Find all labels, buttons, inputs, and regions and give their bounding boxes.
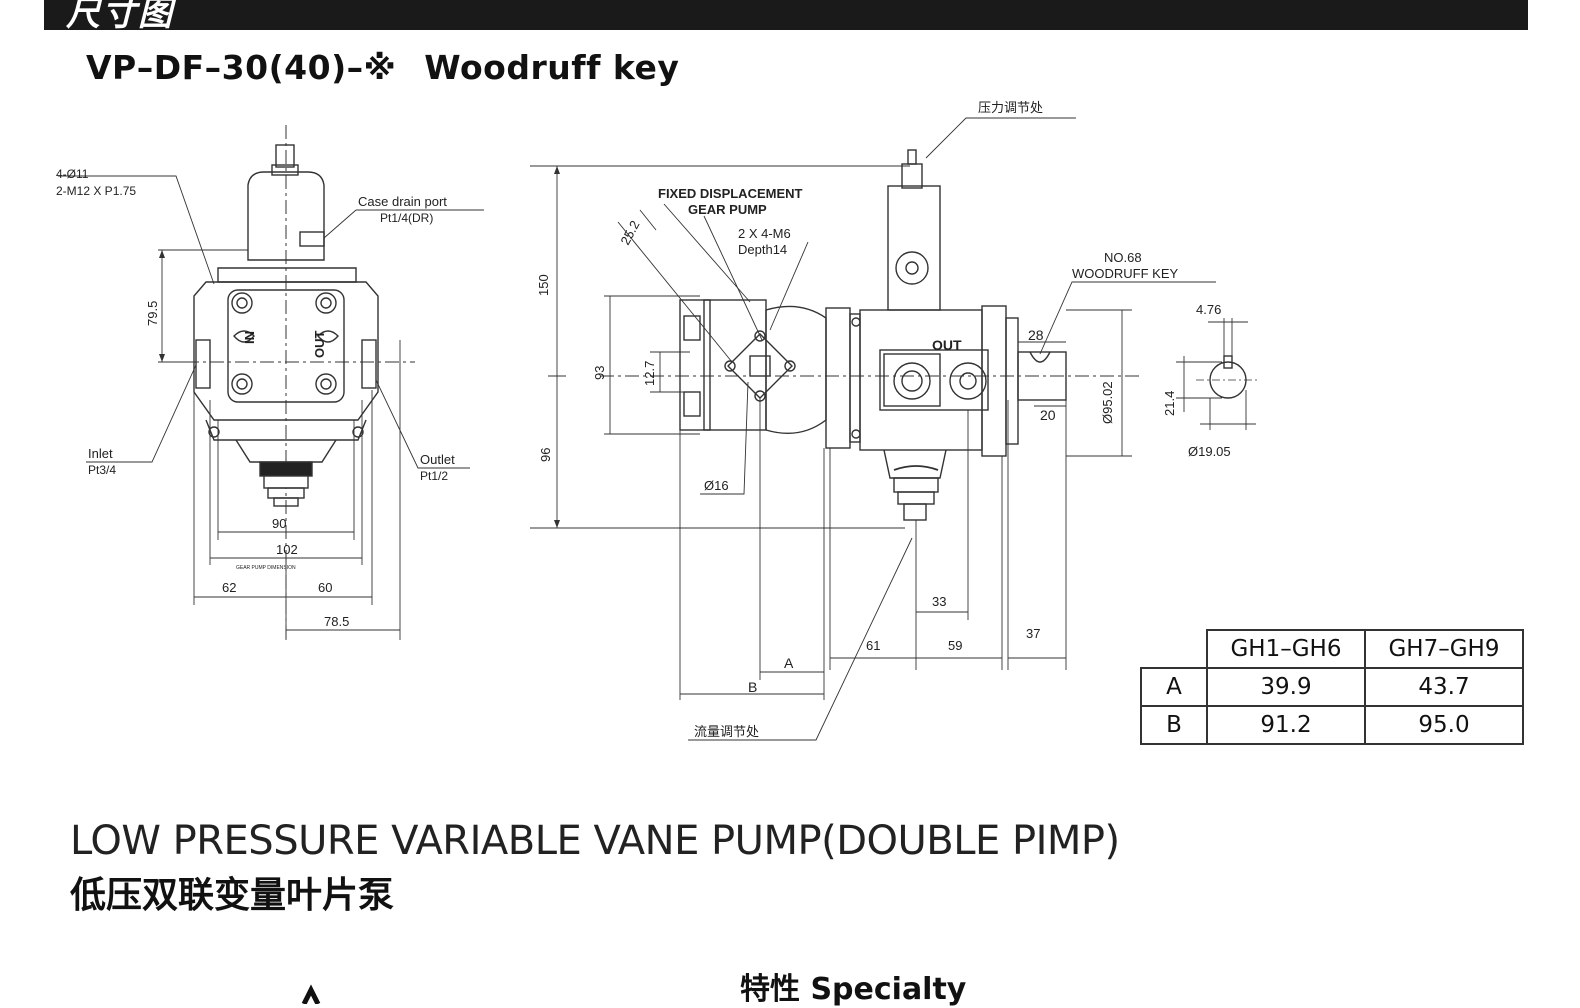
case-drain-label: Case drain port bbox=[358, 194, 447, 209]
dim-37: 37 bbox=[1026, 626, 1040, 641]
dim-93: 93 bbox=[592, 366, 607, 380]
bolt-spec-label: 2 X 4-M6 bbox=[738, 226, 791, 241]
gear-pump-label: GEAR PUMP bbox=[688, 202, 767, 217]
table-row: A 39.9 43.7 bbox=[1140, 667, 1524, 707]
front-out-label: OUT bbox=[312, 331, 327, 359]
dim-19-05: Ø19.05 bbox=[1188, 444, 1231, 459]
table-header-cell: GH1–GH6 bbox=[1206, 629, 1366, 669]
table-header-row: GH1–GH6 GH7–GH9 bbox=[1141, 629, 1524, 669]
gear-pump-dim-note: GEAR PUMP DIMENSION bbox=[236, 565, 296, 571]
table-row: B 91.2 95.0 bbox=[1140, 705, 1524, 745]
dim-21-4: 21.4 bbox=[1162, 391, 1177, 416]
pressure-adjust-label: 压力调节处 bbox=[978, 100, 1043, 115]
table-cell: 43.7 bbox=[1364, 667, 1524, 707]
dim-79-5: 79.5 bbox=[145, 301, 160, 326]
dim-33: 33 bbox=[932, 594, 946, 609]
table-header-cell: GH7–GH9 bbox=[1364, 629, 1524, 669]
table-row-label: B bbox=[1140, 705, 1208, 745]
outlet-size: Pt1/2 bbox=[420, 469, 448, 483]
dim-90: 90 bbox=[272, 516, 286, 531]
thread-label: 2-M12 X P1.75 bbox=[56, 184, 136, 198]
gear-dimension-table: GH1–GH6 GH7–GH9 A 39.9 43.7 B 91.2 95.0 bbox=[1140, 629, 1524, 745]
dimension-drawing: 4-Ø11 2-M12 X P1.75 Case drain port Pt1/… bbox=[56, 100, 1260, 741]
dim-62: 62 bbox=[222, 580, 236, 595]
table-cell: 91.2 bbox=[1206, 705, 1366, 745]
side-out-label: OUT bbox=[932, 337, 962, 353]
header-bar: 尺寸图 bbox=[44, 0, 1528, 34]
dim-78-5: 78.5 bbox=[324, 614, 349, 629]
dim-A: A bbox=[784, 655, 794, 671]
holes-label: 4-Ø11 bbox=[56, 167, 89, 181]
dim-25-2: 25.2 bbox=[617, 218, 642, 247]
dim-60: 60 bbox=[318, 580, 332, 595]
model-title: VP–DF–30(40)–※ Woodruff key bbox=[86, 48, 679, 87]
dim-28: 28 bbox=[1028, 327, 1044, 343]
dim-150: 150 bbox=[536, 274, 551, 296]
header-title: 尺寸图 bbox=[66, 0, 174, 34]
case-drain-size: Pt1/4(DR) bbox=[380, 211, 433, 225]
outlet-label: Outlet bbox=[420, 452, 455, 467]
dim-102: 102 bbox=[276, 542, 298, 557]
key-type: Woodruff key bbox=[424, 48, 680, 87]
dim-4-76: 4.76 bbox=[1196, 302, 1221, 317]
dim-59: 59 bbox=[948, 638, 962, 653]
table-cell: 39.9 bbox=[1206, 667, 1366, 707]
section-title-en: LOW PRESSURE VARIABLE VANE PUMP(DOUBLE P… bbox=[70, 818, 1120, 864]
front-in-label: IN bbox=[242, 331, 257, 344]
front-view bbox=[58, 125, 484, 640]
dim-20: 20 bbox=[1040, 407, 1056, 423]
inlet-label: Inlet bbox=[88, 446, 113, 461]
table-cell: 95.0 bbox=[1364, 705, 1524, 745]
woodruff-no-label: NO.68 bbox=[1104, 250, 1142, 265]
dim-12-7: 12.7 bbox=[642, 361, 657, 386]
flow-adjust-label: 流量调节处 bbox=[694, 724, 759, 739]
dim-96: 96 bbox=[538, 448, 553, 462]
depth-label: Depth14 bbox=[738, 242, 787, 257]
cut-off-glyph bbox=[301, 984, 321, 1004]
dim-95: Ø95.02 bbox=[1100, 381, 1115, 424]
dim-B: B bbox=[748, 679, 757, 695]
key-detail bbox=[1176, 318, 1260, 430]
model-code: VP–DF–30(40)–※ bbox=[86, 48, 397, 87]
specialty-heading: 特性 Specialty bbox=[740, 972, 967, 1007]
table-corner bbox=[1141, 630, 1208, 669]
dim-16: Ø16 bbox=[704, 478, 729, 493]
side-view bbox=[530, 117, 1216, 741]
inlet-size: Pt3/4 bbox=[88, 463, 116, 477]
woodruff-key-label: WOODRUFF KEY bbox=[1072, 266, 1178, 281]
table-row-label: A bbox=[1140, 667, 1208, 707]
dim-61: 61 bbox=[866, 638, 880, 653]
fixed-disp-label: FIXED DISPLACEMENT bbox=[658, 186, 803, 201]
section-title-cn: 低压双联变量叶片泵 bbox=[70, 875, 395, 916]
